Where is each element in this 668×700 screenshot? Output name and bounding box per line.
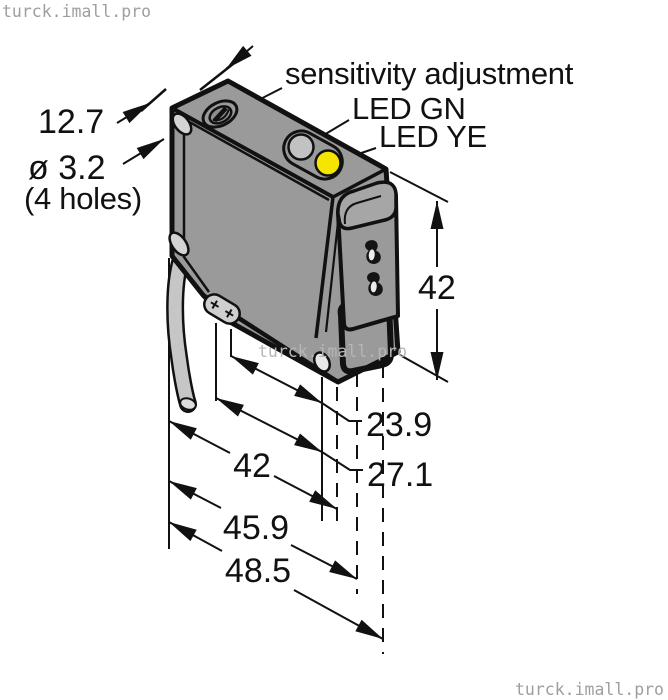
- label-edge-width: 12.7: [38, 103, 104, 141]
- lens-hood-inner-line: [343, 195, 382, 225]
- edge-main-front: [314, 196, 335, 339]
- mounting-hole-top: [171, 112, 193, 136]
- dim-48-5-left: [168, 521, 223, 552]
- led-green-indicator: [287, 133, 315, 161]
- leader-23-9: [321, 402, 362, 422]
- optical-window-lower: [367, 272, 383, 296]
- label-sensitivity-adjustment: sensitivity adjustment: [285, 56, 574, 91]
- sensor-body: [168, 78, 401, 385]
- dim-27-1: [215, 397, 323, 453]
- arrow-12-7-upper: [225, 45, 254, 70]
- label-depth-42: 42: [233, 447, 271, 485]
- dim-23-9: [230, 355, 323, 404]
- ext-height-bottom: [399, 354, 449, 383]
- sensitivity-screw: [201, 99, 239, 129]
- labels: sensitivity adjustment LED GN LED YE 12.…: [24, 56, 574, 590]
- optical-window-upper: [365, 240, 381, 264]
- dim-48-5-right: [293, 589, 384, 640]
- mounting-slot: [203, 293, 241, 325]
- arrow-hole-diameter: [122, 138, 165, 165]
- label-depth-45-9: 45.9: [223, 509, 289, 547]
- dim-45-9-left: [168, 480, 222, 509]
- ext-height-top: [389, 171, 449, 203]
- label-hole-diameter: ø 3.2: [28, 149, 105, 187]
- cable-end: [179, 397, 197, 411]
- watermark-center: turck.imall.pro: [258, 342, 407, 361]
- dim-45-9-right: [290, 544, 358, 580]
- leader-27-1: [321, 451, 363, 471]
- label-depth-23-9: 23.9: [366, 406, 432, 444]
- edge-top-front: [171, 106, 334, 199]
- lens-housing: [336, 180, 400, 332]
- tick-12-7-lower: [140, 88, 167, 112]
- label-depth-27-1: 27.1: [367, 456, 433, 494]
- mounting-hole-middle: [168, 231, 190, 257]
- label-led-gn: LED GN: [352, 91, 466, 126]
- label-hole-note: (4 holes): [24, 181, 142, 216]
- cable: [166, 250, 197, 413]
- dimension-lines: [116, 45, 449, 654]
- lens-hood: [336, 180, 398, 231]
- label-depth-48-5: 48.5: [225, 552, 291, 590]
- watermark-bottom-right: turck.imall.pro: [515, 680, 664, 699]
- label-height-42: 42: [418, 269, 456, 307]
- arrow-12-7-lower: [116, 102, 151, 124]
- dim-42-left: [168, 420, 231, 454]
- label-led-ye: LED YE: [379, 119, 487, 154]
- dim-42-right: [273, 475, 338, 510]
- led-yellow-indicator: [314, 149, 342, 177]
- mounting-hole-bottom: [312, 351, 332, 373]
- inset-contour-main: [182, 116, 330, 293]
- edge-top-right: [332, 167, 387, 199]
- watermark-top-left: turck.imall.pro: [2, 2, 151, 21]
